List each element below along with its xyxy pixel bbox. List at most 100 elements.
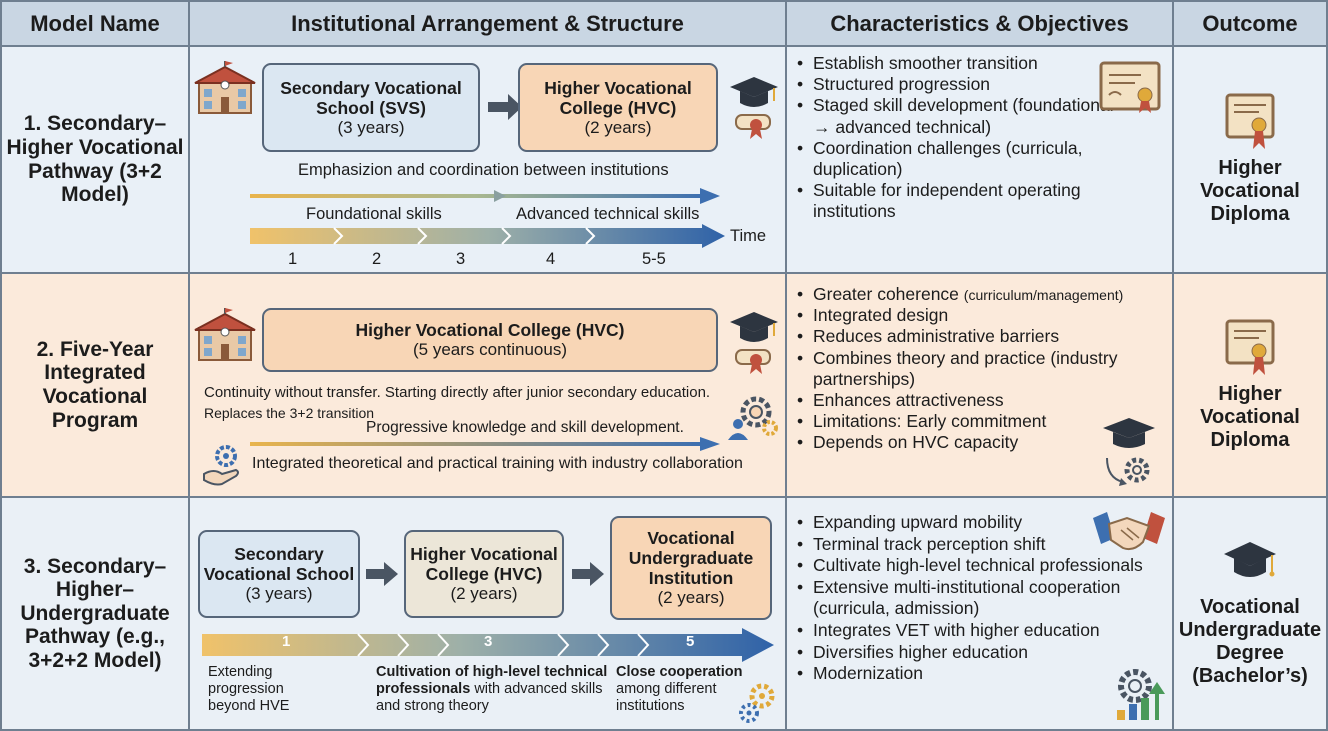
list-item: Structured progression [795,74,1125,95]
hvc-box-title: Higher Vocational College (HVC) [544,77,692,118]
cultivation-note-rest: with advanced skills and strong theory [376,680,603,714]
time-tick: 5-5 [642,250,666,268]
list-item: Integrates VET with higher education [795,620,1165,642]
arrow-right-icon [572,562,604,586]
time-tick: 4 [546,250,556,268]
cooperation-note: Close cooperation among different instit… [616,664,746,715]
cultivation-note-bold: Cultivation of high-level technical prof… [376,664,608,697]
svs-box-title: Secondary Vocational School (SVS) [280,77,462,118]
list-item: Diversifies higher education [795,642,1165,664]
hvc-box-title: Higher Vocational College (HVC) [410,544,558,585]
graduation-cap-icon [730,312,778,374]
time-label: Time [730,227,767,245]
svs-box: Secondary Vocational School (SVS) (3 yea… [262,63,480,152]
header-arrangement: Institutional Arrangement & Structure [190,0,787,47]
arrow-right-icon [488,94,522,120]
header-model-name: Model Name [0,0,190,47]
extending-note: Extending progression beyond HVE [208,664,290,714]
row3-outcome-label: Vocational Undergraduate Degree (Bachelo… [1178,595,1322,687]
list-item: Extensive multi-institutional cooperatio… [795,577,1165,620]
row1-arrangement: Secondary Vocational School (SVS) (3 yea… [190,47,787,274]
undergraduate-box-years: (2 years) [657,588,725,608]
list-item: Modernization [795,663,1165,685]
pathway-progress-arrow [202,628,774,662]
row2-model-label: 2. Five-Year Integrated Vocational Progr… [36,337,154,432]
time-arrow [250,224,725,248]
advanced-label: Advanced technical skills [516,205,700,223]
hvc-five-year-years: (5 years continuous) [412,340,568,360]
hvc-five-year-box: Higher Vocational College (HVC) (5 years… [262,308,718,372]
handshake-icon [1093,512,1165,551]
certificate-icon [1225,319,1275,375]
hvc-five-year-title: Higher Vocational College (HVC) [355,320,625,341]
graduation-cap-icon [730,77,778,139]
row2-model-name: 2. Five-Year Integrated Vocational Progr… [0,274,190,498]
row2-arrangement: Higher Vocational College (HVC) (5 years… [190,274,787,498]
graduation-cap-icon [1224,541,1276,577]
gear-growth-icon [1117,669,1165,720]
list-item: Enhances attractiveness [795,390,1165,411]
header-characteristics: Characteristics & Objectives [787,0,1174,47]
arrow-right-icon [366,562,398,586]
certificate-icon [1099,61,1161,113]
continuity-note: Continuity without transfer. Starting di… [204,384,711,401]
row1-outcome: Higher Vocational Diploma [1174,47,1328,274]
svs-box-title: Secondary Vocational School [203,544,355,585]
replaces-note: Replaces the 3+2 transition [204,405,375,421]
list-item: Suitable for independent operating insti… [795,180,1115,222]
school-building-icon [194,61,256,114]
foundational-label: Foundational skills [306,205,442,223]
pathway-tick: 5 [686,633,695,650]
svs-box-years: (3 years) [245,584,313,604]
row1-model-name: 1. Secondary–Higher Vocational Pathway (… [0,47,190,274]
cooperation-note-rest: among different institutions [616,680,717,714]
progressive-note: Progressive knowledge and skill developm… [366,419,684,436]
list-item: Depends on HVC capacity [795,432,1165,453]
gears-people-icon [728,396,778,440]
hvc-box-years: (2 years) [450,584,518,604]
list-item: Limitations: Early commitment [795,411,1165,432]
integrated-note: Integrated theoretical and practical tra… [252,455,743,472]
row3-characteristics: Expanding upward mobility Terminal track… [787,498,1174,731]
row1-outcome-label: Higher Vocational Diploma [1200,157,1300,225]
list-item: Coordination challenges (curricula, dupl… [795,138,1085,180]
list-item: Establish smoother transition [795,53,1125,74]
row1-model-label: 1. Secondary–Higher Vocational Pathway (… [6,112,184,207]
svs-box: Secondary Vocational School (3 years) [198,530,360,618]
list-item: Greater coherence (curriculum/management… [795,284,1165,305]
row3-model-name: 3. Secondary–Higher–Undergraduate Pathwa… [0,498,190,731]
hvc-box: Higher Vocational College (HVC) (2 years… [404,530,564,618]
hand-gear-icon [203,445,239,486]
undergraduate-box: Vocational Undergraduate Institution (2 … [610,516,772,620]
row2-characteristics: Greater coherence (curriculum/management… [787,274,1174,498]
svs-box-years: (3 years) [337,117,405,137]
cooperation-note-bold: Close cooperation [616,664,743,680]
coordination-note: Emphasizion and coordination between ins… [298,161,669,179]
list-item: Integrated design [795,305,1165,326]
skill-development-arrow [250,437,720,451]
row3-arrangement: Secondary Vocational School (3 years) Hi… [190,498,787,731]
row3-bullet-list: Expanding upward mobility Terminal track… [795,512,1165,685]
pathway-tick: 1 [282,633,291,650]
row2-outcome-label: Higher Vocational Diploma [1200,382,1300,451]
cap-gear-cycle-icon [1103,418,1155,486]
list-item: Terminal track perception shift [795,534,1165,556]
skills-progress-arrow [250,188,720,204]
hvc-box: Higher Vocational College (HVC) (2 years… [518,63,718,152]
hvc-box-years: (2 years) [584,117,652,137]
time-tick: 3 [456,250,466,268]
list-item: Expanding upward mobility [795,512,1165,534]
bullet-main: Greater coherence [813,284,959,304]
list-item: Reduces administrative barriers [795,326,1165,347]
row3-outcome: Vocational Undergraduate Degree (Bachelo… [1174,498,1328,731]
pathway-tick: 3 [484,633,493,650]
gears-icon [739,683,775,723]
list-item: Cultivate high-level technical professio… [795,555,1165,577]
row2-bullet-list: Greater coherence (curriculum/management… [795,284,1165,454]
row1-bullet-list: Establish smoother transition Structured… [795,53,1125,222]
row3-model-label: 3. Secondary–Higher–Undergraduate Pathwa… [20,554,170,672]
bullet-detail: (curriculum/management) [963,287,1124,303]
list-item: Combines theory and practice (industry p… [795,348,1165,390]
row1-characteristics: Establish smoother transition Structured… [787,47,1174,274]
